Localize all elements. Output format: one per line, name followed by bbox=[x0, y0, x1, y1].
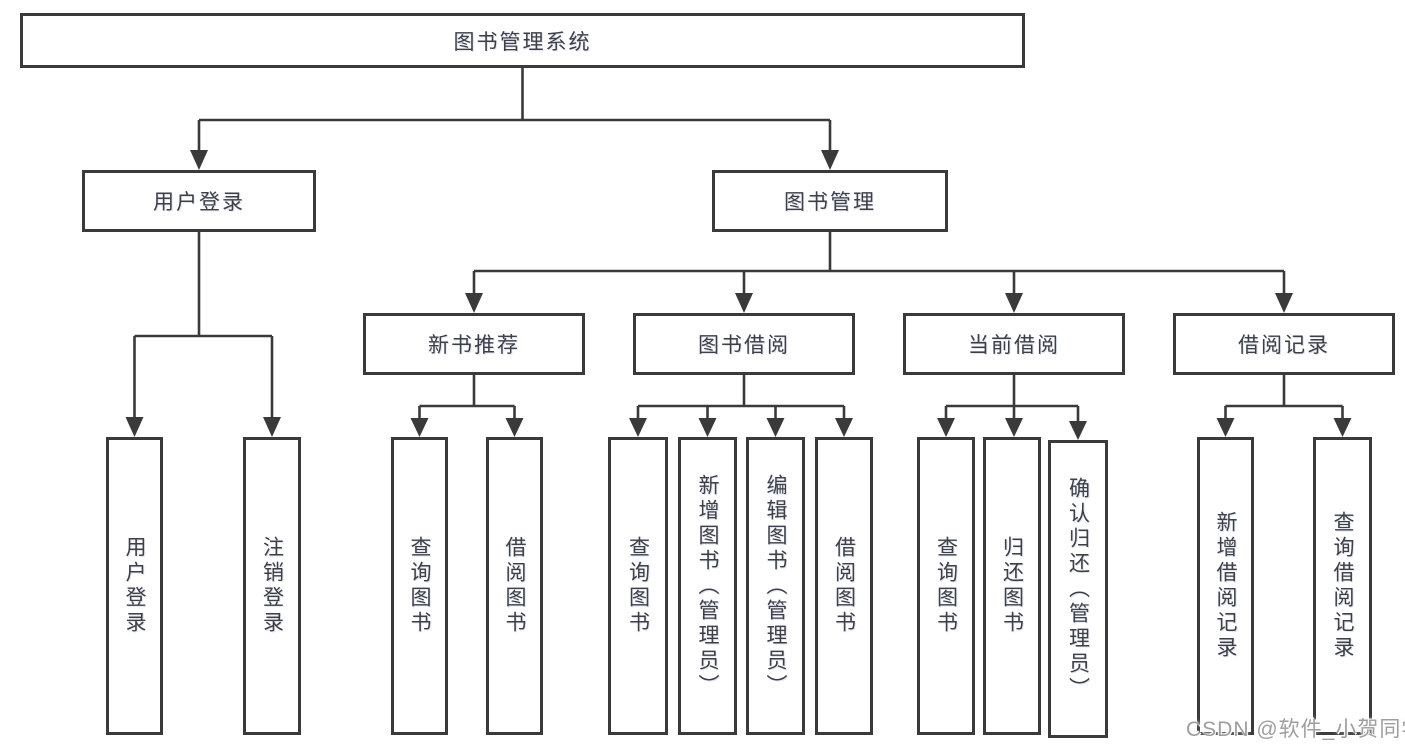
arrowhead bbox=[937, 418, 955, 437]
arrowhead bbox=[125, 417, 144, 437]
arrowhead bbox=[410, 418, 429, 437]
arrowhead bbox=[1069, 421, 1087, 440]
connector-book-borrow-branch bbox=[629, 375, 853, 437]
arrowhead bbox=[1333, 418, 1352, 437]
leaf-return-books: 归还图书 bbox=[983, 437, 1041, 735]
connector-book-management-branch bbox=[465, 232, 1293, 313]
arrowhead bbox=[1216, 418, 1235, 437]
leaf-query-books-borrow: 查询图书 bbox=[608, 437, 668, 735]
arrowhead bbox=[190, 150, 208, 170]
leaf-user-login: 用户登录 bbox=[106, 437, 163, 735]
leaf-edit-books-admin: 编辑图书（管理员） bbox=[746, 437, 805, 735]
leaf-confirm-return-admin: 确认归还（管理员） bbox=[1048, 440, 1108, 738]
connector-borrow-records-branch bbox=[1216, 375, 1352, 437]
leaf-borrow-books: 借阅图书 bbox=[815, 437, 873, 735]
csdn-watermark: CSDN @软件_小贺同学 bbox=[1186, 718, 1405, 741]
arrowhead bbox=[1005, 418, 1023, 437]
leaf-add-books-admin: 新增图书（管理员） bbox=[678, 437, 737, 735]
node-library-management-system: 图书管理系统 bbox=[20, 13, 1025, 68]
leaf-logout: 注销登录 bbox=[243, 437, 301, 735]
arrowhead bbox=[465, 293, 483, 313]
arrowhead bbox=[263, 417, 281, 437]
node-book-management: 图书管理 bbox=[712, 170, 948, 232]
connector-current-borrow-branch bbox=[937, 375, 1087, 440]
connector-root-to-level1 bbox=[190, 68, 839, 170]
leaf-query-borrow-record: 查询借阅记录 bbox=[1313, 437, 1372, 735]
leaf-borrow-books-recommend: 借阅图书 bbox=[486, 437, 543, 735]
arrowhead bbox=[821, 150, 839, 170]
arrowhead bbox=[698, 418, 717, 437]
node-borrow-records: 借阅记录 bbox=[1173, 313, 1395, 375]
node-new-book-recommend: 新书推荐 bbox=[363, 313, 585, 375]
node-current-borrow: 当前借阅 bbox=[903, 313, 1125, 375]
node-book-borrow: 图书借阅 bbox=[633, 313, 855, 375]
connector-user-login-branch bbox=[125, 232, 281, 437]
leaf-add-borrow-record: 新增借阅记录 bbox=[1197, 437, 1254, 735]
connector-new-book-branch bbox=[410, 375, 524, 437]
leaf-query-books-current: 查询图书 bbox=[917, 437, 975, 735]
arrowhead bbox=[766, 418, 785, 437]
node-user-login: 用户登录 bbox=[82, 170, 316, 232]
arrowhead bbox=[1275, 293, 1293, 313]
arrowhead bbox=[505, 418, 524, 437]
arrowhead bbox=[629, 418, 647, 437]
arrowhead bbox=[735, 293, 753, 313]
leaf-query-books-recommend: 查询图书 bbox=[391, 437, 448, 735]
arrowhead bbox=[835, 418, 853, 437]
arrowhead bbox=[1005, 293, 1023, 313]
